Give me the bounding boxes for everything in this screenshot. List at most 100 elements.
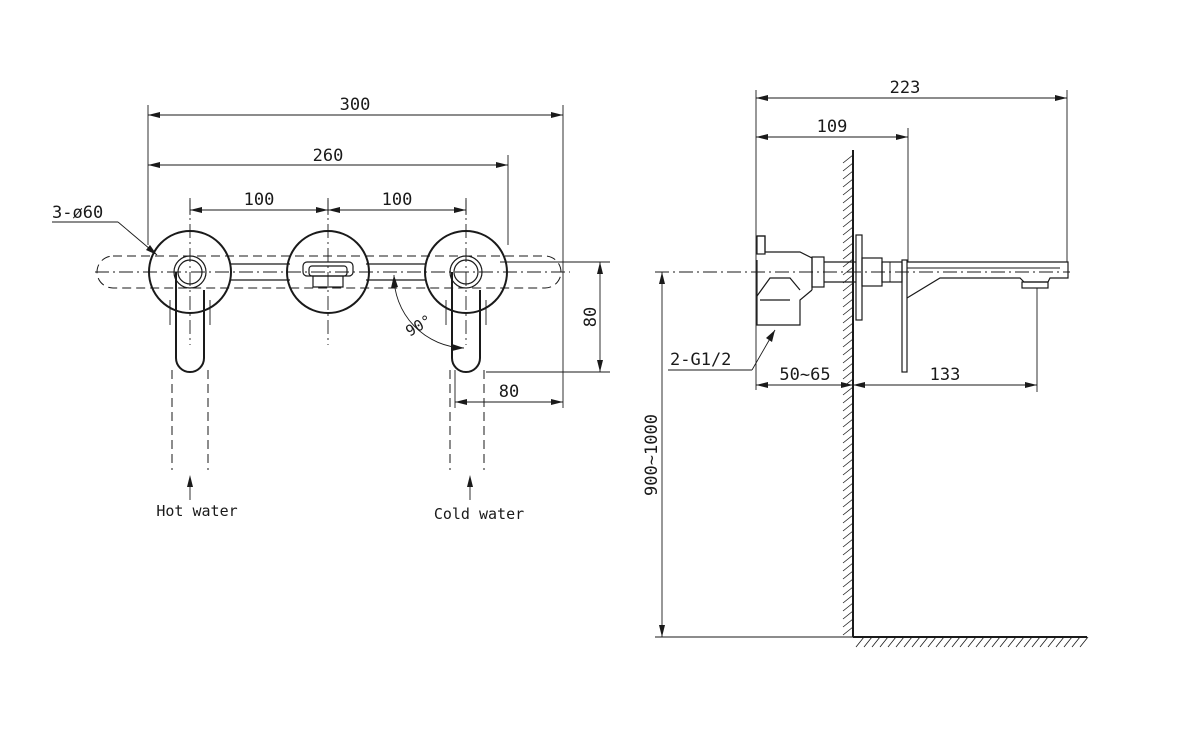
hatch-line — [842, 250, 854, 260]
hatch-line — [951, 636, 961, 648]
center-valve — [286, 200, 370, 345]
hatch-line — [871, 636, 881, 648]
hatch-line — [842, 266, 854, 276]
hatch-line — [842, 322, 854, 332]
hatch-line — [927, 636, 937, 648]
hot-valve — [148, 200, 232, 470]
dim-angle-label: 90° — [403, 311, 435, 340]
hatch-line — [1055, 636, 1065, 648]
hatch-line — [842, 314, 854, 324]
side-view: 223 109 — [642, 78, 1089, 648]
hatch-line — [842, 450, 854, 460]
hatch-line — [842, 186, 854, 196]
dim-thread: 2-G1/2 — [668, 329, 776, 371]
hatch-line — [842, 170, 854, 180]
hatch-line — [842, 602, 854, 612]
wall — [842, 150, 854, 637]
dim-260: 260 — [148, 146, 508, 168]
hatch-line — [842, 522, 854, 532]
dim-span-label: 260 — [313, 146, 344, 166]
hatch-line — [842, 506, 854, 516]
hatch-line — [1063, 636, 1073, 648]
hatch-line — [842, 618, 854, 628]
hatch-line — [999, 636, 1009, 648]
hatch-line — [1031, 636, 1041, 648]
hatch-line — [863, 636, 873, 648]
hatch-line — [842, 290, 854, 300]
hatch-line — [855, 636, 865, 648]
dim-depth-label: 109 — [817, 117, 848, 137]
hatch-line — [842, 298, 854, 308]
hatch-line — [842, 626, 854, 636]
hatch-line — [842, 442, 854, 452]
hatch-line — [842, 202, 854, 212]
cold-lever — [451, 272, 481, 373]
cold-water-label: Cold water — [434, 505, 524, 523]
hatch-line — [842, 218, 854, 228]
dim-total-depth-label: 223 — [890, 78, 921, 98]
hatch-line — [842, 562, 854, 572]
hatch-line — [842, 234, 854, 244]
hatch-line — [842, 386, 854, 396]
hatch-line — [919, 636, 929, 648]
hatch-line — [842, 434, 854, 444]
hatch-line — [842, 346, 854, 356]
hatch-line — [1039, 636, 1049, 648]
dim-projection: 133 — [853, 288, 1038, 392]
cold-water-callout: Cold water — [434, 475, 524, 523]
hatch-line — [935, 636, 945, 648]
dim-height-80: 80 — [486, 261, 610, 373]
hatch-line — [842, 586, 854, 596]
hatch-line — [842, 530, 854, 540]
hatch-line — [842, 466, 854, 476]
dim-wall-range: 50~65 — [756, 365, 853, 388]
dim-height-label: 80 — [581, 307, 601, 327]
hatch-line — [842, 338, 854, 348]
cold-valve — [424, 200, 508, 470]
hatch-line — [842, 474, 854, 484]
hatch-line — [842, 362, 854, 372]
hatch-line — [842, 538, 854, 548]
hot-water-callout: Hot water — [156, 475, 238, 520]
valve-body-side — [756, 234, 908, 373]
hatch-line — [842, 162, 854, 172]
hatch-line — [842, 498, 854, 508]
hatch-line — [842, 418, 854, 428]
dim-overall-label: 300 — [340, 95, 371, 115]
hatch-line — [983, 636, 993, 648]
dim-bottom-80: 80 — [454, 370, 563, 408]
hatch-line — [1047, 636, 1057, 648]
hatch-line — [842, 330, 854, 340]
hatch-line — [842, 554, 854, 564]
hot-water-label: Hot water — [156, 502, 237, 520]
hatch-line — [967, 636, 977, 648]
hatch-line — [887, 636, 897, 648]
dim-mount-height: 900~1000 — [642, 272, 853, 638]
hatch-line — [1079, 636, 1089, 648]
hatch-line — [842, 490, 854, 500]
hatch-line — [1023, 636, 1033, 648]
hatch-line — [842, 610, 854, 620]
hatch-line — [1071, 636, 1081, 648]
hatch-line — [842, 354, 854, 364]
dim-bottom-label: 80 — [499, 382, 519, 402]
hatch-line — [842, 370, 854, 380]
hatch-line — [842, 282, 854, 292]
hatch-line — [842, 482, 854, 492]
hatch-line — [842, 426, 854, 436]
dim-diameter-label: 3-ø60 — [52, 203, 103, 223]
hatch-line — [975, 636, 985, 648]
hatch-line — [943, 636, 953, 648]
hatch-line — [903, 636, 913, 648]
dim-left-spacing-label: 100 — [244, 190, 275, 210]
hatch-line — [895, 636, 905, 648]
spout-side — [906, 261, 1069, 299]
dim-thread-label: 2-G1/2 — [670, 350, 731, 370]
dim-223: 223 — [756, 78, 1067, 101]
hatch-line — [842, 226, 854, 236]
dim-wall-range-label: 50~65 — [779, 365, 830, 385]
hatch-line — [842, 210, 854, 220]
hatch-line — [842, 570, 854, 580]
hatch-line — [842, 514, 854, 524]
